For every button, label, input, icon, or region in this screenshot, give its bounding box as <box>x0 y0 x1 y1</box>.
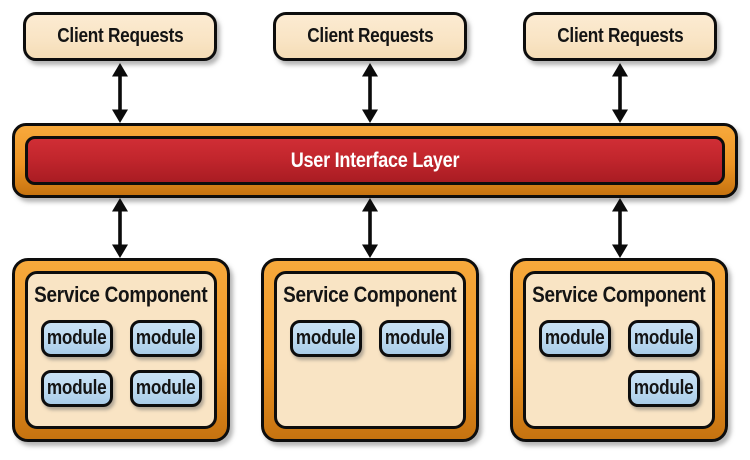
module-label: module <box>135 377 196 399</box>
module-label: module <box>384 327 445 349</box>
service-component-box: Service Component module module module <box>510 258 728 442</box>
bidirectional-arrow <box>362 63 378 123</box>
module-grid: module module module <box>538 320 700 407</box>
module-box: module <box>289 320 362 357</box>
client-requests-box: Client Requests <box>23 12 217 61</box>
service-component-box: Service Component module module <box>261 258 479 442</box>
service-component-panel: Service Component module module <box>274 271 466 429</box>
client-requests-box: Client Requests <box>273 12 467 61</box>
module-box: module <box>378 320 451 357</box>
bidirectional-arrow <box>362 198 378 258</box>
module-box: module <box>627 320 700 357</box>
bidirectional-arrow <box>612 198 628 258</box>
module-label: module <box>135 327 196 349</box>
bidirectional-arrow <box>612 63 628 123</box>
client-requests-label: Client Requests <box>556 25 684 47</box>
module-box: module <box>129 370 202 407</box>
user-interface-layer-bar: User Interface Layer <box>25 136 725 185</box>
service-component-box: Service Component module module module m… <box>12 258 230 442</box>
module-box: module <box>129 320 202 357</box>
client-requests-label: Client Requests <box>306 25 434 47</box>
service-component-title: Service Component <box>518 282 720 308</box>
module-label: module <box>46 327 107 349</box>
service-component-label: Service Component <box>283 282 457 307</box>
service-component-panel: Service Component module module module m… <box>25 271 217 429</box>
service-component-title: Service Component <box>20 282 222 308</box>
module-grid: module module module module <box>40 320 202 407</box>
service-component-label: Service Component <box>532 282 706 307</box>
module-label: module <box>633 327 694 349</box>
bidirectional-arrow <box>112 198 128 258</box>
module-label: module <box>46 377 107 399</box>
bidirectional-arrow <box>112 63 128 123</box>
module-box: module <box>40 320 113 357</box>
user-interface-layer: User Interface Layer <box>12 123 738 198</box>
module-grid: module module <box>289 320 451 357</box>
module-box: module <box>627 370 700 407</box>
client-requests-box: Client Requests <box>523 12 717 61</box>
client-requests-label: Client Requests <box>56 25 184 47</box>
module-label: module <box>633 377 694 399</box>
module-label: module <box>295 327 356 349</box>
module-label: module <box>544 327 605 349</box>
service-component-title: Service Component <box>269 282 471 308</box>
module-box: module <box>538 320 611 357</box>
service-component-label: Service Component <box>34 282 208 307</box>
module-box: module <box>40 370 113 407</box>
service-component-panel: Service Component module module module <box>523 271 715 429</box>
user-interface-layer-label: User Interface Layer <box>290 148 460 172</box>
